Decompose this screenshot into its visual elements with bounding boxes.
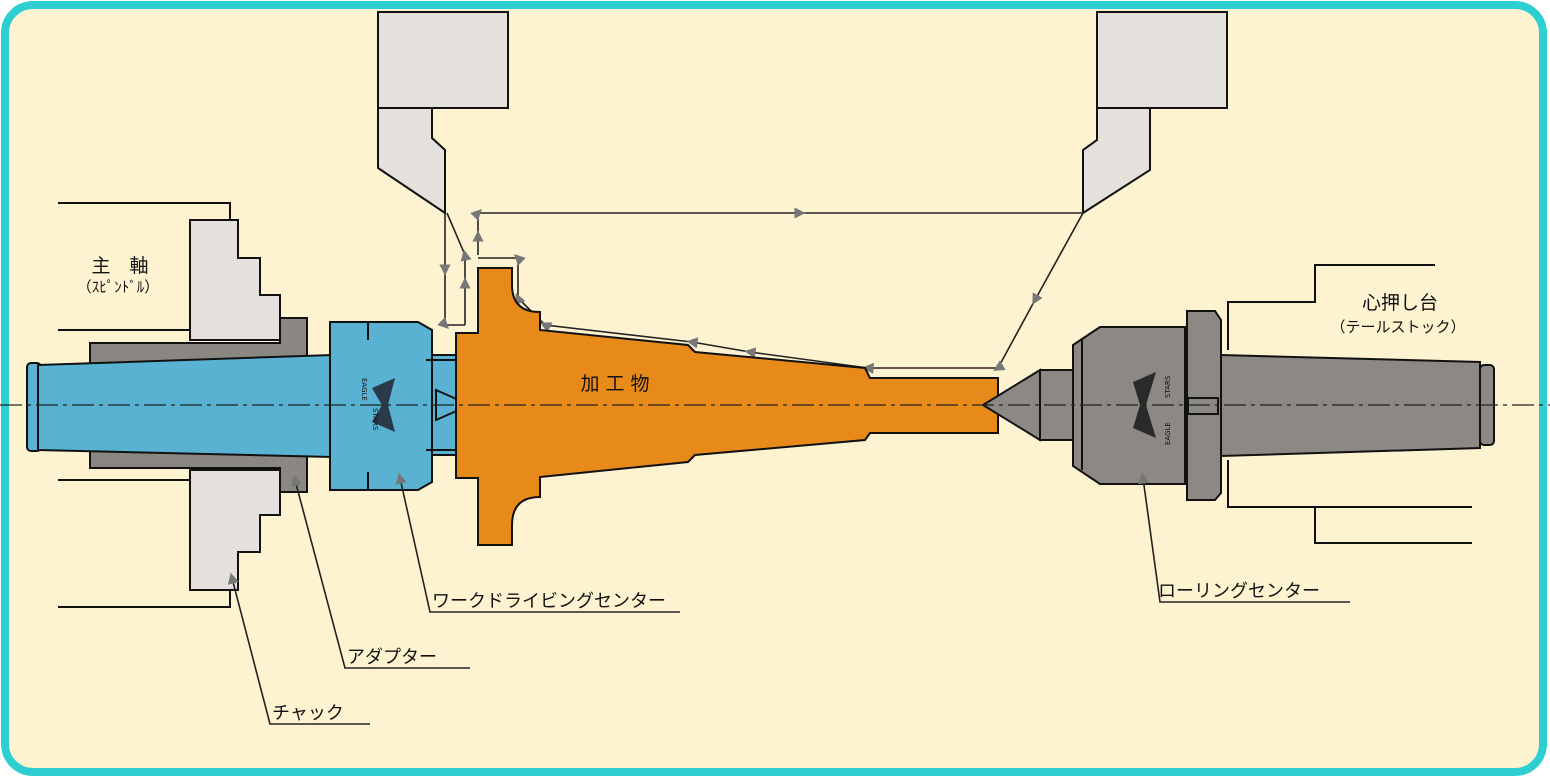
label-workpiece: 加 工 物 bbox=[580, 373, 649, 395]
logo-text-eagle-right: EAGLE bbox=[1164, 422, 1172, 445]
label-rolling-center: ローリングセンター bbox=[1158, 581, 1320, 602]
label-tailstock: 心押し台 bbox=[1362, 292, 1438, 314]
logo-text-stars-right: STARS bbox=[1164, 375, 1172, 398]
label-spindle-reading: （ｽﾋﾟﾝﾄﾞﾙ） bbox=[77, 278, 160, 296]
label-work-driving-center: ワークドライビングセンター bbox=[432, 591, 666, 612]
eagle-stars-logo-left bbox=[372, 378, 395, 432]
tool-holder-left bbox=[377, 11, 509, 215]
label-tailstock-reading: （テールストック） bbox=[1330, 318, 1465, 336]
logo-text-stars-left: STARS bbox=[371, 408, 379, 431]
work-driving-center bbox=[26, 321, 473, 491]
tool-holder-right bbox=[1082, 11, 1228, 215]
chuck-jaw-bottom bbox=[189, 469, 281, 591]
leader-lines bbox=[227, 472, 1350, 725]
logo-text-eagle-left: EAGLE bbox=[360, 378, 368, 401]
chuck-jaw-top bbox=[189, 219, 281, 341]
tool-path bbox=[437, 207, 1084, 374]
workpiece bbox=[455, 267, 999, 546]
spindle-outline bbox=[58, 202, 231, 608]
label-chuck: チャック bbox=[272, 703, 344, 724]
tailstock-outline bbox=[1227, 264, 1472, 544]
label-adapter: アダプター bbox=[347, 647, 437, 668]
label-spindle: 主 軸 bbox=[91, 255, 148, 277]
